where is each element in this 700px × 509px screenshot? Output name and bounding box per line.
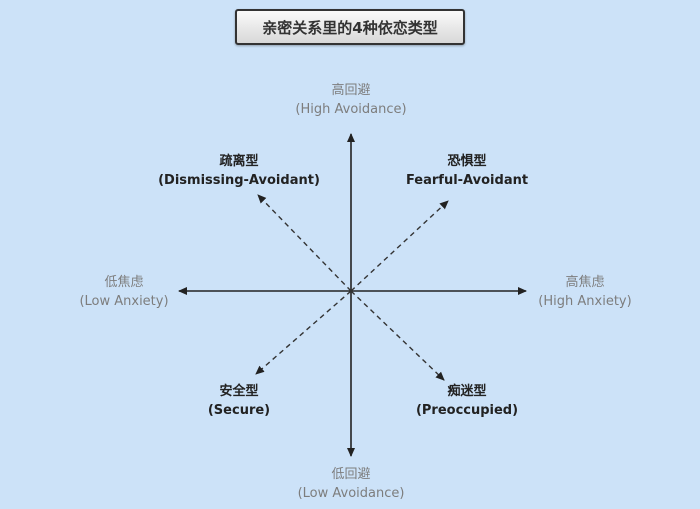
diagonal-preoccupied [350, 290, 445, 381]
type-en: Fearful-Avoidant [405, 173, 529, 188]
label-en: (Low Avoidance) [297, 486, 405, 501]
label-zh: 低回避 [331, 467, 371, 482]
label-high-anxiety: 高焦虑 (High Anxiety) [538, 273, 631, 311]
type-dismissing-avoidant: 疏离型 (Dismissing-Avoidant) [158, 152, 320, 190]
label-low-anxiety: 低焦虑 (Low Anxiety) [79, 273, 168, 311]
diagonal-dismissing [257, 194, 352, 292]
label-en: (High Avoidance) [295, 102, 407, 117]
label-zh: 高焦虑 [565, 275, 605, 290]
type-preoccupied: 痴迷型 (Preoccupied) [416, 382, 518, 420]
type-zh: 安全型 [219, 384, 259, 399]
label-en: (High Anxiety) [538, 294, 632, 309]
diagram-title: 亲密关系里的4种依恋类型 [235, 9, 465, 45]
type-zh: 恐惧型 [447, 154, 487, 169]
type-en: (Dismissing-Avoidant) [158, 173, 320, 188]
label-zh: 高回避 [331, 83, 371, 98]
type-en: (Preoccupied) [415, 403, 519, 418]
type-zh: 痴迷型 [447, 384, 487, 399]
label-en: (Low Anxiety) [79, 294, 169, 309]
label-high-avoidance: 高回避 (High Avoidance) [295, 81, 406, 119]
type-fearful-avoidant: 恐惧型 Fearful-Avoidant [406, 152, 528, 190]
type-en: (Secure) [207, 403, 271, 418]
label-zh: 低焦虑 [104, 275, 144, 290]
label-low-avoidance: 低回避 (Low Avoidance) [298, 465, 405, 503]
diagonal-fearful [350, 200, 449, 292]
type-zh: 疏离型 [219, 154, 259, 169]
diagonal-secure [255, 290, 352, 375]
type-secure: 安全型 (Secure) [208, 382, 270, 420]
